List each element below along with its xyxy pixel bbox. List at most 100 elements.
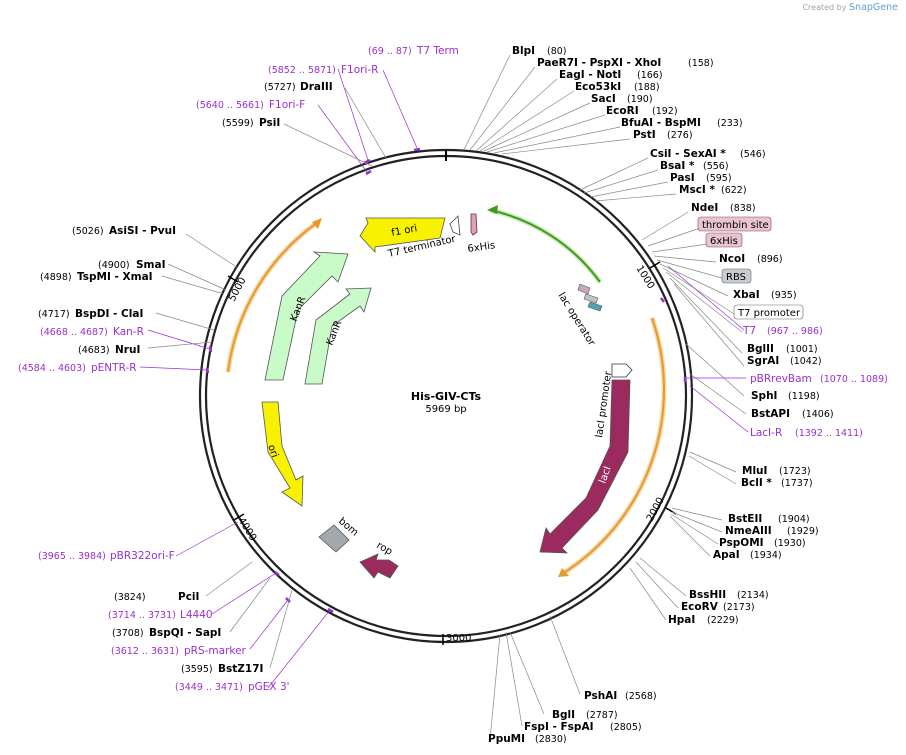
svg-text:(188): (188) xyxy=(634,82,660,93)
site-msci: MscI * xyxy=(679,184,715,196)
site-blpi: BlpI xyxy=(512,45,535,57)
site-ppumi: PpuMI xyxy=(488,733,525,745)
site-labels-left: (5727) DraIII (5599) PsiI (5026) AsiSI -… xyxy=(38,81,333,675)
t7-promoter-label: T7 promoter xyxy=(737,308,801,319)
svg-text:(2134): (2134) xyxy=(737,590,769,601)
svg-text:(2229): (2229) xyxy=(707,615,739,626)
svg-text:(1723): (1723) xyxy=(779,466,811,477)
site-ndei: NdeI xyxy=(691,202,718,214)
svg-text:(5026): (5026) xyxy=(72,226,104,237)
plasmid-length: 5969 bp xyxy=(425,404,466,415)
site-labels-right: BlpI (80) PaeR7I - PspXI - XhoI (158) Ea… xyxy=(488,45,834,745)
svg-text:(967 .. 986): (967 .. 986) xyxy=(767,326,823,337)
site-tspmi-xmai: TspMI - XmaI xyxy=(77,271,153,283)
ori-label: ori xyxy=(265,443,280,459)
svg-text:(69 .. 87): (69 .. 87) xyxy=(368,46,412,57)
primer-pbrrevbam: pBRrevBam xyxy=(750,373,812,385)
svg-text:(622): (622) xyxy=(721,185,747,196)
primer-kan-r: Kan-R xyxy=(113,326,144,338)
primer-f1ori-f: F1ori-F xyxy=(269,99,305,111)
primer-f1ori-r: F1ori-R xyxy=(341,64,378,76)
leader-lines-left xyxy=(147,87,387,669)
bom-shape xyxy=(318,524,350,553)
site-bstapi: BstAPI xyxy=(751,408,790,420)
svg-text:(3824): (3824) xyxy=(114,592,146,603)
site-hpai: HpaI xyxy=(668,614,695,626)
svg-text:(896): (896) xyxy=(757,254,783,265)
site-pasi: PasI xyxy=(670,172,695,184)
svg-text:(5640 .. 5661): (5640 .. 5661) xyxy=(196,100,264,111)
svg-text:(838): (838) xyxy=(730,203,756,214)
svg-text:(166): (166) xyxy=(637,70,663,81)
site-bsshii: BssHII xyxy=(689,589,726,601)
primer-pentr-r: pENTR-R xyxy=(91,362,137,374)
svg-text:(5599): (5599) xyxy=(222,118,254,129)
site-xbai: XbaI xyxy=(733,289,760,301)
svg-text:(4898): (4898) xyxy=(40,272,72,283)
site-ncoi: NcoI xyxy=(719,253,745,265)
svg-text:(1001): (1001) xyxy=(786,344,818,355)
svg-text:(2830): (2830) xyxy=(535,734,567,745)
site-bstz17i: BstZ17I xyxy=(218,663,263,675)
primer-labels-right: T7 (967 .. 986) pBRrevBam (1070 .. 1089)… xyxy=(742,325,888,439)
site-smai: SmaI xyxy=(136,259,166,271)
svg-text:(935): (935) xyxy=(771,290,797,301)
svg-text:(595): (595) xyxy=(706,173,732,184)
site-draiii: DraIII xyxy=(300,81,333,93)
svg-text:(1042): (1042) xyxy=(790,356,822,367)
site-bsai: BsaI * xyxy=(660,160,695,172)
orange-arc-right xyxy=(561,317,666,575)
svg-text:(1392 .. 1411): (1392 .. 1411) xyxy=(795,428,863,439)
site-bspqi-sapi: BspQI - SapI xyxy=(149,627,221,639)
svg-text:(3449 .. 3471): (3449 .. 3471) xyxy=(175,682,243,693)
green-arc-head xyxy=(487,205,498,214)
site-saci: SacI xyxy=(591,93,616,105)
his-tag-box-label: 6xHis xyxy=(710,236,738,247)
green-arc-halo xyxy=(489,207,603,284)
laci-arrow xyxy=(539,379,631,554)
svg-text:(1198): (1198) xyxy=(788,391,820,402)
kanr-inner-arrow xyxy=(304,287,372,385)
svg-text:(4683): (4683) xyxy=(78,345,110,356)
svg-text:(4717): (4717) xyxy=(38,309,70,320)
svg-text:(3612 .. 3631): (3612 .. 3631) xyxy=(111,646,179,657)
site-bsteii: BstEII xyxy=(728,513,762,525)
rop-arrow xyxy=(359,553,399,579)
svg-text:(3708): (3708) xyxy=(112,628,144,639)
site-paer7i-xhoi: PaeR7I - PspXI - XhoI xyxy=(537,57,661,69)
kanr-outer-arrow xyxy=(264,251,349,381)
svg-text:(233): (233) xyxy=(717,118,743,129)
site-nmeaiii: NmeAIII xyxy=(725,525,772,537)
svg-text:(276): (276) xyxy=(667,130,693,141)
svg-text:(1406): (1406) xyxy=(802,409,834,420)
boxed-feature-labels: thrombin site 6xHis RBS T7 promoter xyxy=(697,216,804,320)
leader-lines-right xyxy=(463,54,747,741)
svg-text:(158): (158) xyxy=(688,58,714,69)
site-csii-sexai: CsiI - SexAI * xyxy=(650,148,726,160)
tick-2000: 2000 xyxy=(645,496,677,523)
site-nrui: NruI xyxy=(115,344,140,356)
f1-ori-label: f1 ori xyxy=(390,223,418,239)
snapgene-credit: Created by SnapGene xyxy=(802,2,898,13)
primer-laci-r: LacI-R xyxy=(750,427,782,439)
site-sphi: SphI xyxy=(751,390,777,402)
primer-l4440: L4440 xyxy=(180,609,213,621)
site-bglii: BglII xyxy=(747,343,774,355)
orange-arc-left xyxy=(227,221,319,373)
svg-text:1000: 1000 xyxy=(633,264,656,291)
primer-leader-lines xyxy=(139,68,749,689)
primer-prs-marker: pRS-marker xyxy=(184,645,247,657)
his-tag-inner-label: 6xHis xyxy=(467,240,496,255)
svg-text:(1930): (1930) xyxy=(774,538,806,549)
svg-text:(3965 .. 3984): (3965 .. 3984) xyxy=(38,551,106,562)
site-pcii: PciI xyxy=(178,591,199,603)
site-bcli: BclI * xyxy=(741,477,772,489)
lac-operator-shapes xyxy=(577,283,603,312)
svg-text:(4584 .. 4603): (4584 .. 4603) xyxy=(18,363,86,374)
svg-text:(5852 .. 5871): (5852 .. 5871) xyxy=(268,65,336,76)
orange-arc-right-head xyxy=(558,568,569,577)
site-mlui: MluI xyxy=(742,465,767,477)
svg-text:(3714 .. 3731): (3714 .. 3731) xyxy=(108,610,176,621)
svg-text:(1904): (1904) xyxy=(778,514,810,525)
rbs-label: RBS xyxy=(726,272,746,283)
